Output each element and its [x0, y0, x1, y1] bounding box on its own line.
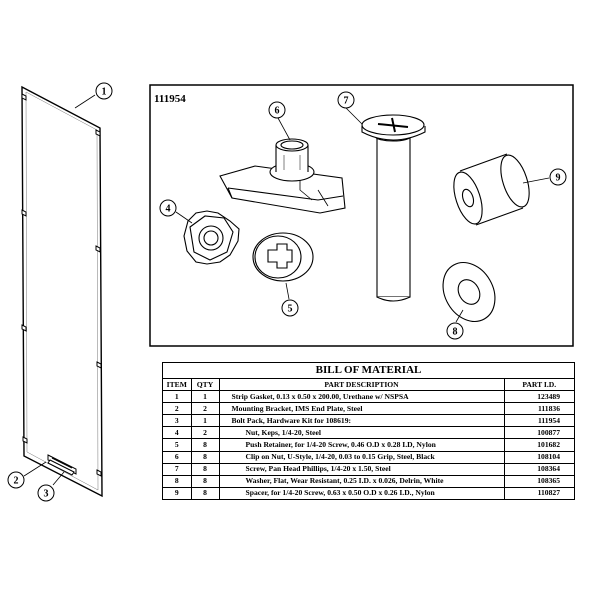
leader-lines [23, 94, 550, 486]
bolt-pack-frame [149, 84, 574, 347]
bom-description-cell: Mounting Bracket, IMS End Plate, Steel [218, 402, 505, 416]
gasket-panel [21, 85, 103, 498]
bom-title: BILL OF MATERIAL [163, 363, 574, 379]
bom-part-id-cell: 111836 [503, 402, 574, 416]
bom-item-cell: 9 [163, 486, 192, 499]
callout-balloon-1: 1 [95, 82, 113, 100]
bom-description-cell: Clip on Nut, U-Style, 1/4-20, 0.03 to 0.… [218, 450, 505, 464]
bom-description-cell: Washer, Flat, Wear Resistant, 0.25 I.D. … [218, 474, 505, 488]
keps-nut [183, 210, 240, 265]
svg-text:9: 9 [556, 173, 561, 184]
bom-part-id-cell: 108104 [503, 450, 574, 464]
kit-number: 111954 [154, 93, 186, 105]
flat-washer [442, 262, 496, 322]
bom-description-cell: Strip Gasket, 0.13 x 0.50 x 200.00, Uret… [218, 390, 505, 404]
bom-header-qty: QTY [190, 379, 220, 392]
callout-balloon-3: 3 [37, 484, 55, 502]
bill-of-material: BILL OF MATERIAL ITEM QTY PART DESCRIPTI… [162, 362, 575, 500]
bom-part-id-cell: 123489 [503, 390, 574, 404]
svg-text:3: 3 [44, 489, 49, 500]
bom-part-id-cell: 108365 [503, 474, 574, 488]
bom-item-cell: 4 [163, 426, 192, 440]
svg-text:8: 8 [453, 327, 458, 338]
svg-text:7: 7 [344, 96, 349, 107]
bom-qty-cell: 2 [190, 402, 220, 416]
bom-item-cell: 5 [163, 438, 192, 452]
callout-balloon-9: 9 [549, 168, 567, 186]
bom-description-cell: Nut, Keps, 1/4-20, Steel [218, 426, 505, 440]
bom-qty-cell: 1 [190, 414, 220, 428]
callout-balloon-8: 8 [446, 322, 464, 340]
bom-qty-cell: 8 [190, 438, 220, 452]
svg-text:2: 2 [14, 476, 19, 487]
spacer [453, 153, 530, 226]
bom-part-id-cell: 110827 [503, 486, 574, 499]
callout-balloon-5: 5 [281, 299, 299, 317]
bom-item-cell: 8 [163, 474, 192, 488]
bom-qty-cell: 2 [190, 426, 220, 440]
bom-qty-cell: 8 [190, 450, 220, 464]
svg-text:6: 6 [275, 106, 280, 117]
push-retainer [252, 232, 314, 282]
bom-qty-cell: 1 [190, 390, 220, 404]
bom-qty-cell: 8 [190, 486, 220, 499]
bom-part-id-cell: 111954 [503, 414, 574, 428]
callout-balloon-7: 7 [337, 91, 355, 109]
bom-description-cell: Spacer, for 1/4-20 Screw, 0.63 x 0.50 O.… [218, 486, 505, 499]
bom-item-cell: 7 [163, 462, 192, 476]
bom-item-cell: 3 [163, 414, 192, 428]
callout-balloon-2: 2 [7, 471, 25, 489]
svg-text:1: 1 [102, 87, 107, 98]
bom-qty-cell: 8 [190, 474, 220, 488]
bom-item-cell: 2 [163, 402, 192, 416]
svg-text:4: 4 [166, 204, 171, 215]
bom-description-cell: Push Retainer, for 1/4-20 Screw, 0.46 O.… [218, 438, 505, 452]
bom-header-part-id: PART I.D. [503, 379, 574, 392]
bom-header-item: ITEM [163, 379, 192, 392]
svg-text:5: 5 [288, 304, 293, 315]
bom-part-id-cell: 108364 [503, 462, 574, 476]
bom-description-cell: Bolt Pack, Hardware Kit for 108619: [218, 414, 505, 428]
bom-item-cell: 6 [163, 450, 192, 464]
bom-part-id-cell: 100877 [503, 426, 574, 440]
bom-description-cell: Screw, Pan Head Phillips, 1/4-20 x 1.50,… [218, 462, 505, 476]
bom-qty-cell: 8 [190, 462, 220, 476]
clip-on-nut [219, 138, 346, 214]
pan-head-screw [361, 114, 426, 302]
callout-balloon-6: 6 [268, 101, 286, 119]
bom-item-cell: 1 [163, 390, 192, 404]
bom-part-id-cell: 101682 [503, 438, 574, 452]
bom-header-description: PART DESCRIPTION [218, 379, 505, 392]
bom-header-row: ITEM QTY PART DESCRIPTION PART I.D. [163, 379, 574, 392]
callout-balloon-4: 4 [159, 199, 177, 217]
